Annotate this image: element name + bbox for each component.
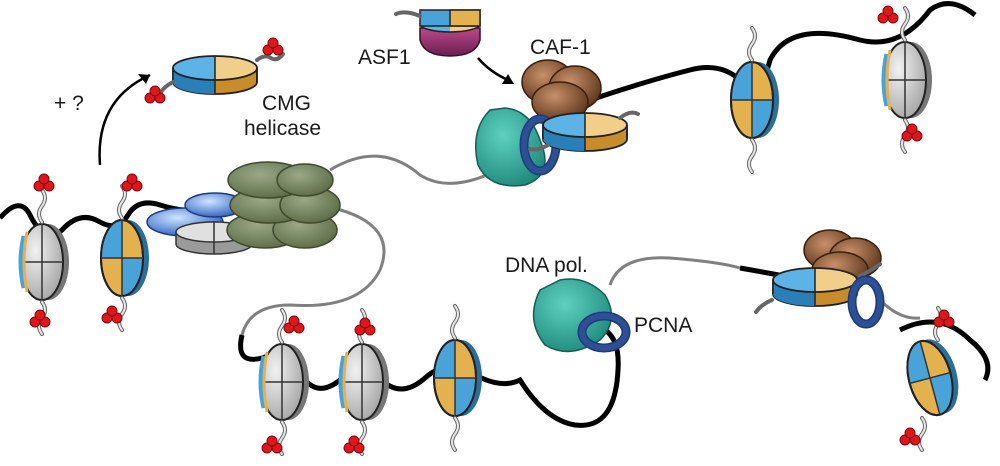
dna-polymerase-lower (532, 278, 613, 353)
old-nucleosome-lower-2 (341, 344, 389, 420)
free-histone-disk (172, 55, 258, 95)
new-nucleosome-lower-3 (433, 339, 483, 417)
new-histone-disk-lower (772, 267, 858, 307)
parental-nucleosome-1 (21, 224, 69, 300)
plus-question-label: + ? (54, 92, 84, 115)
new-nucleosome-lower-right (898, 333, 967, 422)
lower-disk-tails (754, 262, 882, 314)
cmg-helicase (226, 161, 341, 249)
asf1-to-caf1-arrow (477, 57, 514, 84)
dna-strands (0, 1, 991, 428)
caf1-label: CAF-1 (530, 36, 591, 59)
asf1-label: ASF1 (358, 46, 411, 69)
new-histone-disk-top (542, 112, 628, 152)
old-nucleosome-upper-2 (884, 42, 932, 118)
recycling-arrow (98, 73, 151, 166)
parental-nucleosome-2 (100, 219, 150, 297)
cmg-label-line1: CMG (262, 92, 311, 115)
top-disk-tails (528, 110, 640, 152)
caf1-complex-top (521, 59, 602, 123)
pcna-label: PCNA (634, 314, 692, 337)
pcna-ring-lower-right (847, 275, 885, 329)
pcna-ring-lower (577, 311, 631, 353)
old-nucleosome-lower-1 (261, 344, 309, 420)
dna-pol-label: DNA pol. (505, 254, 588, 277)
new-nucleosome-upper-1 (730, 61, 780, 139)
cmg-label-line2: helicase (244, 117, 321, 140)
asf1-protein (394, 9, 481, 57)
free-disk-tails (144, 37, 285, 104)
